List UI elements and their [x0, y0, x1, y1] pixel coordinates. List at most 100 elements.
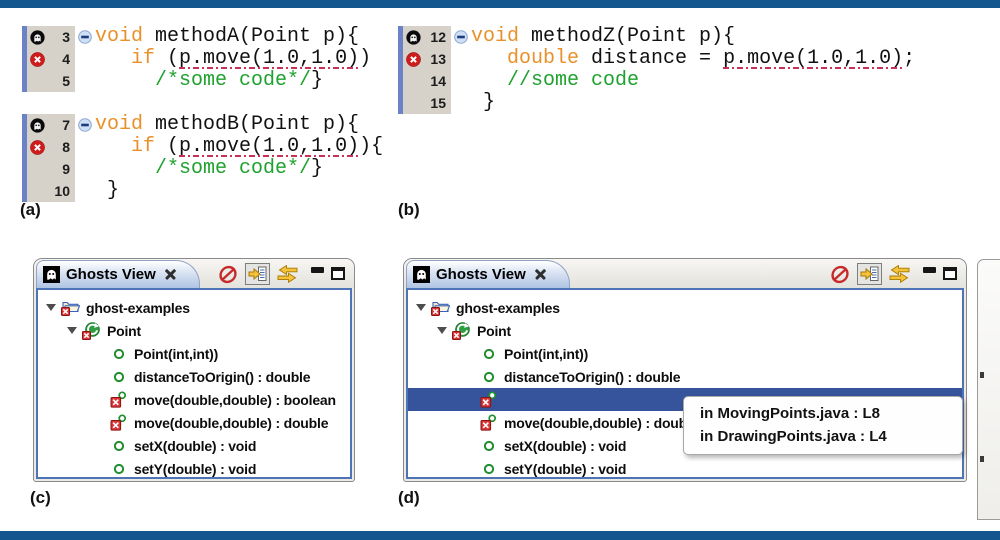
ghost-locations-tooltip: in MovingPoints.java : L8 in DrawingPoin… [683, 396, 963, 455]
code-text[interactable]: //some code [471, 69, 644, 92]
code-text[interactable]: void methodA(Point p){ [95, 25, 364, 48]
code-segment: void [95, 25, 144, 48]
tree-item-label: move(double,double) : boolean [134, 391, 336, 408]
code-text[interactable]: void methodB(Point p){ [95, 113, 364, 136]
code-text[interactable]: /*some code*/} [95, 70, 328, 92]
tree-item[interactable]: setX(double) : void [38, 434, 350, 457]
error-marker-icon[interactable] [27, 136, 48, 158]
ghost-marker-icon[interactable] [403, 26, 424, 48]
tree-item-label: move(double,double) : double [134, 414, 329, 431]
code-segment: if [131, 47, 156, 70]
tree-item-label: distanceToOrigin() : double [504, 368, 681, 385]
close-icon[interactable] [534, 268, 547, 281]
minimize-icon[interactable] [311, 267, 324, 273]
tree-item[interactable]: setY(double) : void [408, 457, 962, 478]
code-segment: ){ [359, 135, 384, 158]
fold-collapse-icon[interactable] [75, 114, 95, 136]
maximize-icon[interactable] [331, 266, 345, 280]
link-with-editor-icon[interactable] [245, 263, 270, 285]
figure-label-d: (d) [398, 488, 420, 507]
tree-item-label: Point(int,int)) [134, 345, 219, 362]
code-text[interactable]: void methodZ(Point p){ [471, 26, 740, 48]
code-segment: } [311, 157, 324, 180]
bottom-rule [0, 531, 1000, 540]
tree-item[interactable]: setY(double) : void [38, 457, 350, 477]
code-segment: //some code [507, 69, 640, 92]
class-ghost-icon [81, 321, 102, 340]
package-ghost-icon [430, 299, 451, 317]
tree-item-label: setX(double) : void [504, 437, 627, 454]
expander-triangle-icon[interactable] [67, 327, 77, 334]
line-number: 14 [424, 70, 451, 92]
view-header: Ghosts View [404, 259, 966, 288]
method-public-icon [478, 460, 499, 478]
code-text[interactable]: } [471, 91, 500, 114]
code-segment: p.move(1.0,1.0) [179, 47, 360, 70]
fold-collapse-icon[interactable] [451, 26, 471, 48]
code-segment: ; [903, 47, 916, 70]
tab-ghosts-view[interactable]: Ghosts View [36, 260, 200, 288]
tree-item[interactable]: move(double,double) : boolean [38, 388, 350, 411]
method-public-icon [478, 345, 499, 363]
code-text[interactable]: if (p.move(1.0,1.0)){ [95, 135, 388, 158]
code-segment: if [131, 135, 156, 158]
minimize-icon[interactable] [923, 267, 936, 273]
tab-ghosts-view[interactable]: Ghosts View [406, 260, 570, 288]
code-text[interactable]: } [95, 180, 124, 202]
method-public-icon [478, 437, 499, 455]
tree-item[interactable]: move(double,double) : double [38, 411, 350, 434]
synchronize-icon[interactable] [277, 265, 298, 283]
code-text[interactable]: /*some code*/} [95, 157, 328, 180]
tree-item[interactable]: Point [408, 319, 962, 342]
link-with-editor-icon[interactable] [857, 263, 882, 285]
tree-item[interactable]: Point(int,int)) [38, 342, 350, 365]
code-segment [471, 69, 507, 92]
method-public-icon [108, 368, 129, 386]
fold-cell [75, 136, 95, 158]
code-line: 10 } [27, 180, 387, 202]
gutter-cell [403, 70, 424, 92]
line-number: 15 [424, 92, 451, 114]
tree-item[interactable]: distanceToOrigin() : double [38, 365, 350, 388]
tree-item[interactable]: setX(double) : void [408, 434, 962, 457]
expander-triangle-icon[interactable] [437, 327, 447, 334]
tree-item[interactable]: move(double,double) : double [408, 411, 962, 434]
view-header: Ghosts View [34, 259, 354, 288]
error-marker-icon[interactable] [403, 48, 424, 70]
code-segment: methodB(Point p){ [143, 113, 360, 136]
tree-item-label: ghost-examples [456, 299, 560, 316]
tree-item[interactable]: Point(int,int)) [408, 342, 962, 365]
view-toolbar [830, 262, 957, 286]
code-segment: double [507, 47, 580, 70]
error-marker-icon[interactable] [27, 48, 48, 70]
method-public-icon [108, 345, 129, 363]
fold-collapse-icon[interactable] [75, 26, 95, 48]
synchronize-icon[interactable] [889, 265, 910, 283]
gutter-cell [27, 158, 48, 180]
hide-ghosts-icon[interactable] [218, 265, 238, 284]
method-public-icon [478, 368, 499, 386]
tooltip-line: in MovingPoints.java : L8 [700, 405, 881, 422]
maximize-icon[interactable] [943, 266, 957, 280]
fold-cell [451, 70, 471, 92]
expander-triangle-icon[interactable] [416, 304, 426, 311]
code-segment: void [95, 113, 144, 136]
code-text[interactable]: if (p.move(1.0,1.0)) [95, 47, 376, 70]
code-text[interactable]: double distance = p.move(1.0,1.0); [471, 47, 920, 70]
expander-triangle-icon[interactable] [46, 304, 56, 311]
tree-item[interactable]: Point [38, 319, 350, 342]
top-rule [0, 0, 1000, 8]
package-ghost-icon [60, 299, 81, 317]
hide-ghosts-icon[interactable] [830, 265, 850, 284]
tree-item[interactable]: ghost-examples [408, 296, 962, 319]
tree-item[interactable]: ghost-examples [38, 296, 350, 319]
line-number: 4 [48, 48, 75, 70]
code-segment: } [471, 91, 496, 114]
ghost-marker-icon[interactable] [27, 26, 48, 48]
view-title: Ghosts View [66, 266, 156, 283]
ghost-marker-icon[interactable] [27, 114, 48, 136]
tree-item[interactable]: distanceToOrigin() : double [408, 365, 962, 388]
close-icon[interactable] [164, 268, 177, 281]
